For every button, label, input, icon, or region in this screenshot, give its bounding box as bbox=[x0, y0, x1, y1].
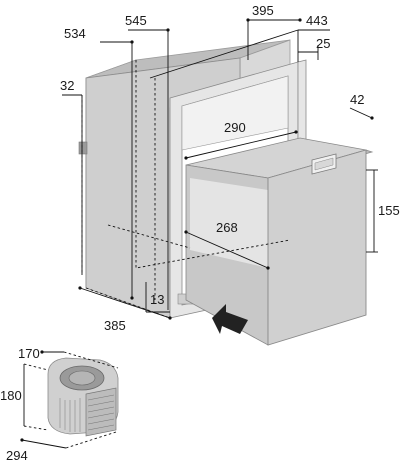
dim-dot bbox=[298, 18, 302, 22]
dim-dot bbox=[184, 156, 188, 160]
dim-dot bbox=[40, 350, 44, 354]
dim-dash-294 bbox=[65, 431, 117, 449]
dim-dash-170 bbox=[63, 351, 119, 369]
label-32: 32 bbox=[60, 78, 74, 93]
inner-compartment bbox=[181, 75, 289, 151]
label-534: 534 bbox=[64, 26, 86, 41]
hidden-rear-edge bbox=[135, 60, 291, 269]
label-385: 385 bbox=[104, 318, 126, 333]
label-155: 155 bbox=[378, 203, 400, 218]
dim-dot bbox=[130, 296, 134, 300]
dim-dot bbox=[370, 116, 374, 120]
drawer-interior bbox=[190, 178, 268, 268]
drawer-door bbox=[267, 149, 367, 346]
compressor-fan-hub bbox=[68, 370, 96, 386]
dim-line-42 bbox=[349, 107, 373, 119]
dim-dot bbox=[294, 130, 298, 134]
label-268: 268 bbox=[216, 220, 238, 235]
dim-ext-180b bbox=[23, 425, 49, 431]
label-13: 13 bbox=[150, 292, 164, 307]
label-170: 170 bbox=[18, 346, 40, 361]
dim-dot bbox=[184, 230, 188, 234]
compressor-unit bbox=[20, 350, 119, 449]
label-180: 180 bbox=[0, 388, 22, 403]
hidden-shelf bbox=[107, 224, 191, 249]
dim-line-290 bbox=[185, 131, 297, 159]
dim-dot bbox=[246, 18, 250, 22]
dim-dot bbox=[130, 40, 134, 44]
dim-line-294 bbox=[21, 439, 67, 449]
hidden-lines bbox=[85, 60, 291, 319]
label-290: 290 bbox=[224, 120, 246, 135]
door-handle-grip bbox=[314, 157, 334, 171]
dim-diag-443 bbox=[149, 29, 299, 79]
dim-dot bbox=[78, 286, 82, 290]
label-545: 545 bbox=[125, 13, 147, 28]
dimension-labels: 395 443 25 545 534 32 42 290 268 155 385… bbox=[0, 3, 400, 463]
dim-dot bbox=[20, 438, 24, 442]
compressor-fins bbox=[59, 398, 81, 432]
dim-dot bbox=[168, 316, 172, 320]
dim-line-268 bbox=[185, 231, 269, 269]
grille-slats bbox=[87, 394, 115, 431]
side-connector bbox=[78, 141, 88, 155]
dim-ext-180a bbox=[23, 363, 49, 371]
dim-line-385 bbox=[79, 287, 171, 319]
arrow-shape bbox=[212, 304, 248, 334]
label-25: 25 bbox=[316, 36, 330, 51]
label-42: 42 bbox=[350, 92, 364, 107]
dim-dot bbox=[166, 28, 170, 32]
label-395: 395 bbox=[252, 3, 274, 18]
push-arrow-icon bbox=[212, 304, 248, 334]
dimension-lines bbox=[62, 18, 378, 320]
label-294: 294 bbox=[6, 448, 28, 463]
dim-dot bbox=[266, 266, 270, 270]
compressor-grille bbox=[85, 387, 117, 437]
drawer bbox=[185, 137, 374, 346]
label-443: 443 bbox=[306, 13, 328, 28]
